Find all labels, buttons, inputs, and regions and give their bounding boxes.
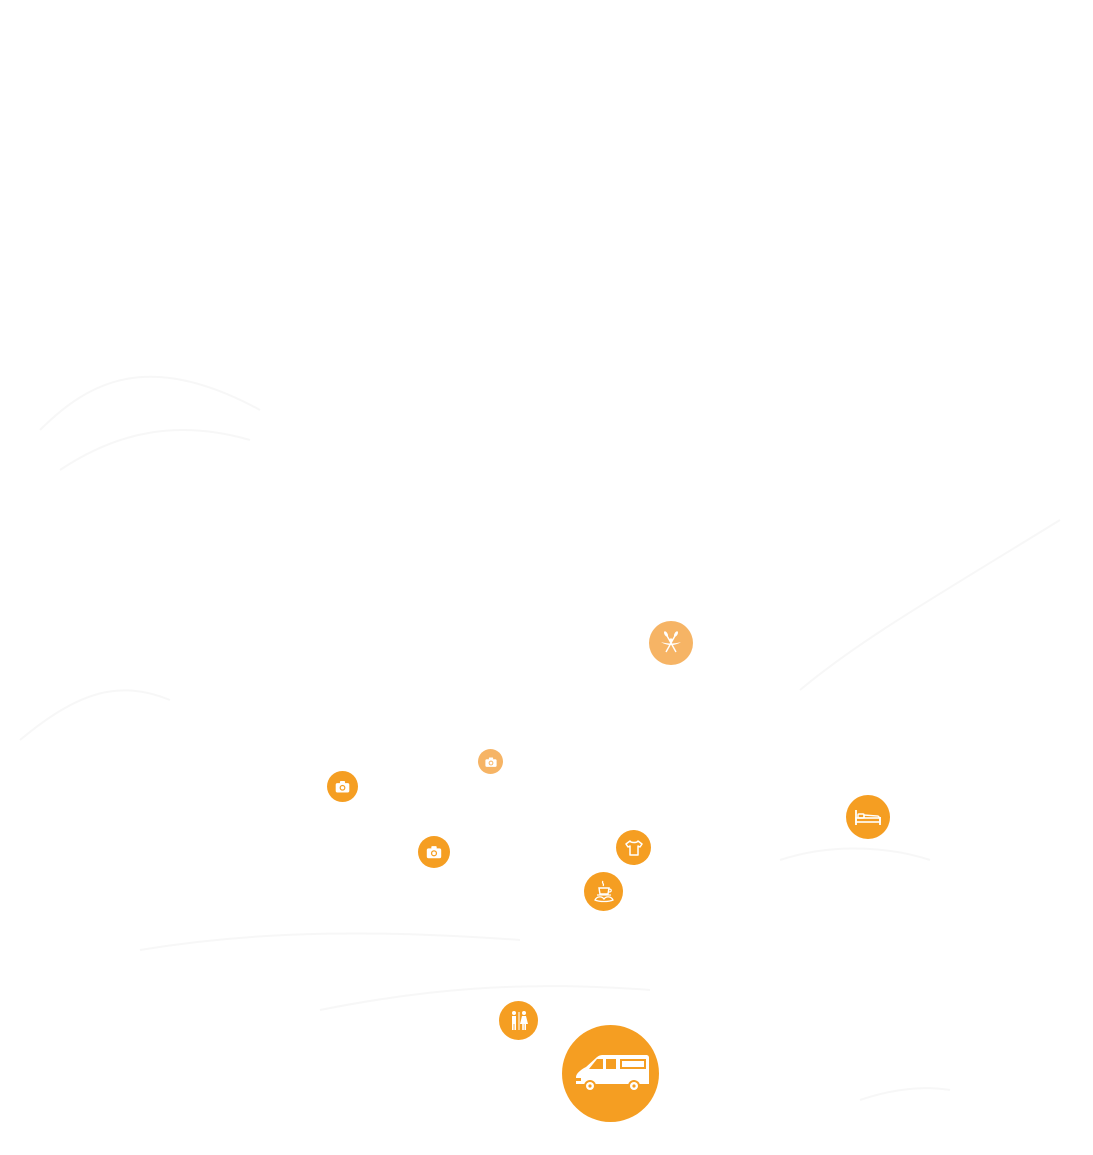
accommodation-marker[interactable] (846, 795, 890, 839)
kayak-icon (661, 631, 681, 653)
bed-icon (855, 810, 881, 825)
camera-icon (335, 780, 350, 793)
toilets-marker[interactable] (499, 1001, 538, 1040)
van-icon (575, 1054, 649, 1092)
tshirt-icon (624, 839, 643, 856)
restroom-icon (511, 1010, 528, 1030)
camera-icon (484, 756, 497, 767)
cafe-marker[interactable] (584, 872, 623, 911)
viewpoint-marker[interactable] (478, 749, 503, 774)
terrain-lines (19, 375, 1061, 1101)
tour-start-marker[interactable] (562, 1025, 659, 1122)
camera-icon (426, 846, 442, 859)
viewpoint-marker[interactable] (418, 836, 450, 868)
coffee-croissant-icon (593, 880, 614, 902)
kayak-marker[interactable] (649, 621, 693, 665)
shop-marker[interactable] (616, 830, 651, 865)
viewpoint-marker[interactable] (327, 771, 358, 802)
